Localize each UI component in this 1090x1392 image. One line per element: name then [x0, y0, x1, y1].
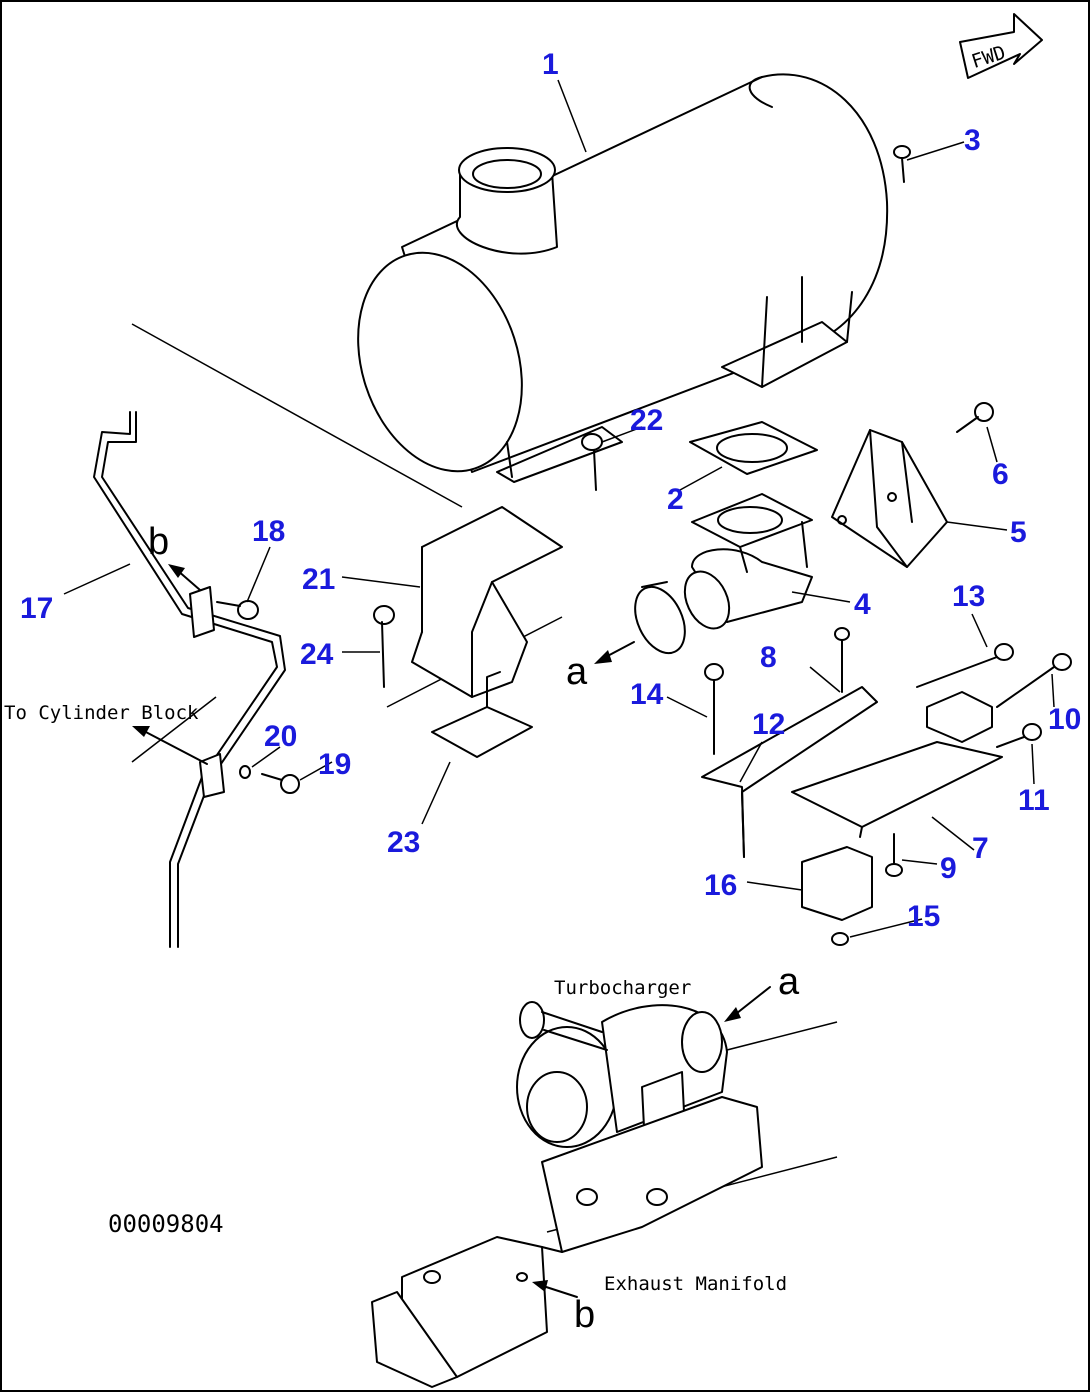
- frame-line: [131, 323, 463, 508]
- bolt-13: [916, 643, 1014, 688]
- washer-20: [239, 765, 251, 779]
- muffler: [357, 73, 889, 483]
- reference-letter-b: b: [574, 1294, 595, 1336]
- callout-5: 5: [1010, 516, 1027, 549]
- callout-1: 1: [542, 48, 559, 81]
- leader-lines: [63, 79, 1055, 938]
- callout-22: 22: [630, 404, 663, 437]
- bolt-19: [261, 773, 300, 794]
- block-10: [926, 691, 993, 743]
- washer-15: [831, 932, 849, 946]
- callout-11: 11: [1018, 784, 1050, 817]
- bolt-11: [996, 723, 1042, 748]
- callout-20: 20: [264, 720, 297, 753]
- exhaust-manifold: [371, 1096, 763, 1388]
- reference-letter-a: a: [566, 651, 588, 693]
- callout-7: 7: [972, 832, 989, 865]
- callout-18: 18: [252, 515, 285, 548]
- callout-10: 10: [1048, 703, 1081, 736]
- fwd-direction-arrow: FWD: [959, 13, 1043, 79]
- callout-17: 17: [20, 592, 53, 625]
- callout-21: 21: [302, 563, 335, 596]
- bolt-18: [216, 600, 259, 620]
- callout-4: 4: [854, 588, 871, 621]
- reference-letter-b: b: [148, 521, 169, 563]
- callout-6: 6: [992, 458, 1009, 491]
- note-exhaust-manifold: Exhaust Manifold: [604, 1273, 787, 1295]
- bracket-5: [831, 429, 948, 568]
- callout-9: 9: [940, 852, 957, 885]
- gasket-2: [689, 421, 818, 475]
- pointer-arrows: [132, 564, 771, 1298]
- bolt-22: [581, 433, 603, 491]
- turbocharger: [516, 1001, 728, 1148]
- clamp: [634, 581, 686, 655]
- callout-15: 15: [907, 900, 940, 933]
- callout-24: 24: [300, 638, 334, 671]
- callout-16: 16: [704, 869, 737, 902]
- bolt-10: [996, 653, 1072, 708]
- exhaust-elbow-4: [683, 493, 813, 630]
- tube-17: [93, 411, 286, 948]
- bolt-24: [373, 605, 395, 688]
- bolt-6: [956, 402, 994, 433]
- plate-7: [791, 741, 1003, 838]
- callout-12: 12: [752, 708, 785, 741]
- callout-8: 8: [760, 641, 777, 674]
- reference-letter-a: a: [778, 961, 800, 1003]
- bracket-21: [411, 506, 563, 698]
- callouts: 1 2 3 4 5 6 7 8 9 10 11 12 13 14 15 16 1…: [20, 48, 1081, 933]
- note-to-cylinder-block: To Cylinder Block: [4, 702, 199, 724]
- bolt-14: [704, 663, 724, 755]
- note-turbocharger: Turbocharger: [554, 977, 691, 999]
- pin-8: [834, 627, 850, 693]
- callout-13: 13: [952, 580, 985, 613]
- callout-19: 19: [318, 748, 351, 781]
- callout-14: 14: [630, 678, 664, 711]
- cushion-16: [801, 846, 873, 921]
- bolt-3: [893, 145, 911, 183]
- stay-12: [701, 686, 878, 858]
- callout-3: 3: [964, 124, 981, 157]
- plate-23: [431, 671, 533, 758]
- callout-2: 2: [667, 483, 684, 516]
- callout-23: 23: [387, 826, 420, 859]
- bolt-9: [885, 833, 903, 877]
- drawing-number: 00009804: [108, 1210, 224, 1238]
